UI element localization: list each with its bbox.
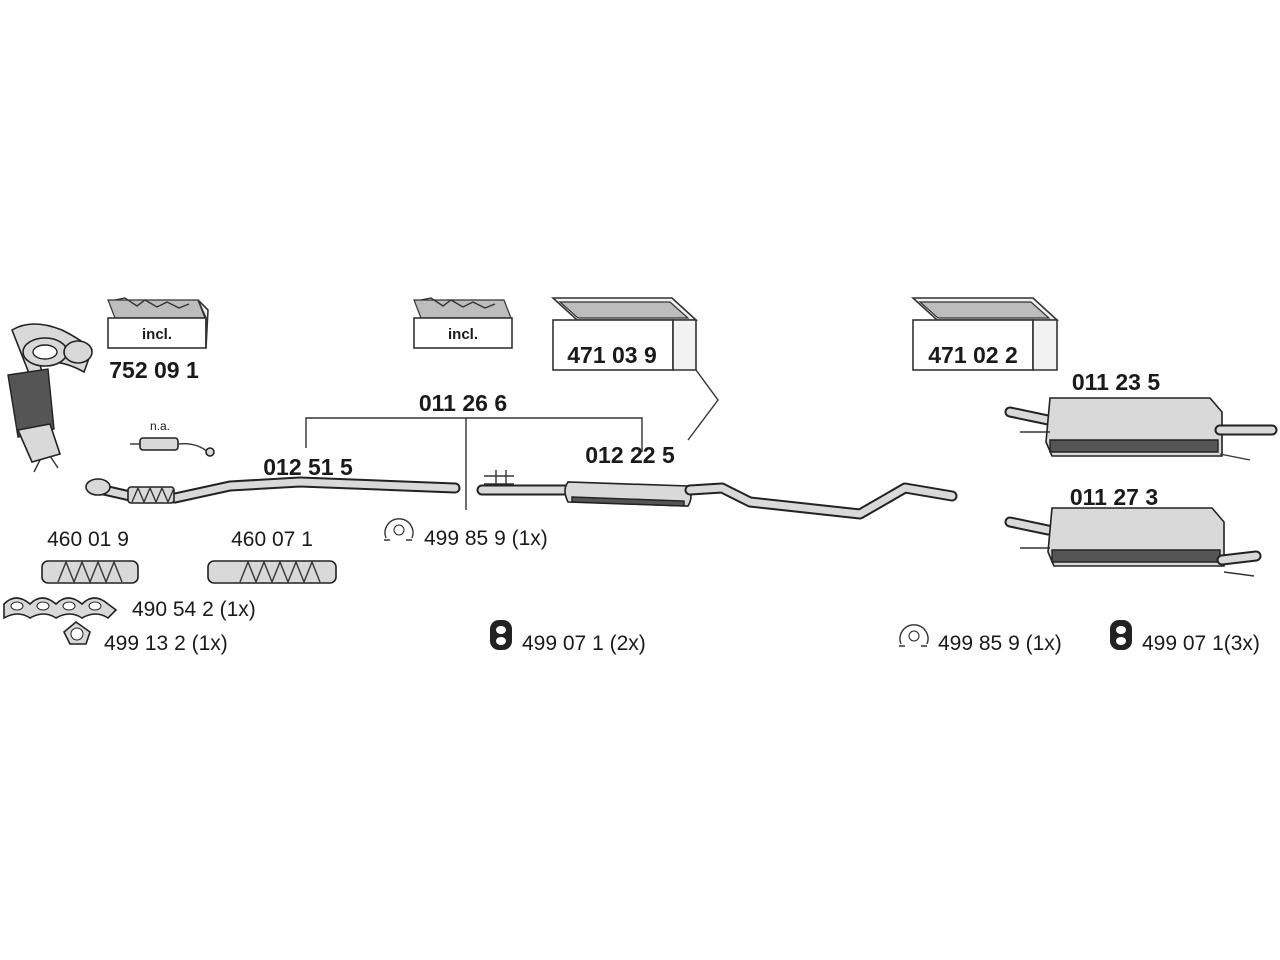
part-number-gasket-set: 490 54 2 (1x)	[132, 598, 256, 621]
incl-box-icon-left: incl.	[107, 297, 209, 349]
incl-label: incl.	[448, 326, 478, 343]
part-number-mount-right: 499 07 1(3x)	[1142, 632, 1260, 655]
clamp-icon-mid	[384, 518, 414, 541]
gasket-set-icon	[3, 597, 118, 620]
part-number-mount-mid: 499 07 1 (2x)	[522, 632, 646, 655]
gasket-icon	[63, 620, 91, 645]
part-number-gasket-ring: 499 13 2 (1x)	[104, 632, 228, 655]
rubber-mount-icon-mid	[490, 620, 512, 650]
box-icon-mid	[550, 297, 719, 441]
middle-silencer-icon	[476, 470, 958, 520]
part-number-flex-2: 460 07 1	[231, 528, 313, 551]
part-number-rear-silencer-2: 011 27 3	[1070, 484, 1158, 510]
rear-silencer-icon-2	[1004, 507, 1262, 577]
part-number-cat-kit: 752 09 1	[109, 357, 199, 383]
part-number-box-right: 471 02 2	[928, 342, 1018, 368]
incl-box-icon-mid: incl.	[413, 297, 513, 349]
part-number-box-mid: 471 03 9	[567, 342, 657, 368]
incl-label: incl.	[142, 326, 172, 343]
part-number-middle-silencer: 012 22 5	[585, 442, 675, 468]
part-number-flex-1: 460 01 9	[47, 528, 129, 551]
part-number-rear-silencer-1: 011 23 5	[1072, 369, 1160, 395]
oxygen-sensor-icon	[130, 437, 215, 457]
part-number-clamp-right: 499 85 9 (1x)	[938, 632, 1062, 655]
rubber-mount-icon-right	[1110, 620, 1132, 650]
flex-pipe-icon-2	[207, 560, 337, 584]
rear-silencer-icon-1	[1004, 397, 1278, 461]
catalytic-converter-icon	[7, 323, 93, 473]
part-number-clamp-mid: 499 85 9 (1x)	[424, 527, 548, 550]
part-number-group: 011 26 6	[419, 390, 507, 416]
part-number-front-pipe: 012 51 5	[263, 454, 353, 480]
front-pipe-icon	[85, 476, 461, 504]
box-icon-right	[910, 297, 1060, 371]
group-bracket	[305, 417, 643, 510]
na-label: n.a.	[150, 419, 170, 433]
clamp-icon-right	[899, 624, 929, 647]
flex-pipe-icon-1	[41, 560, 139, 584]
